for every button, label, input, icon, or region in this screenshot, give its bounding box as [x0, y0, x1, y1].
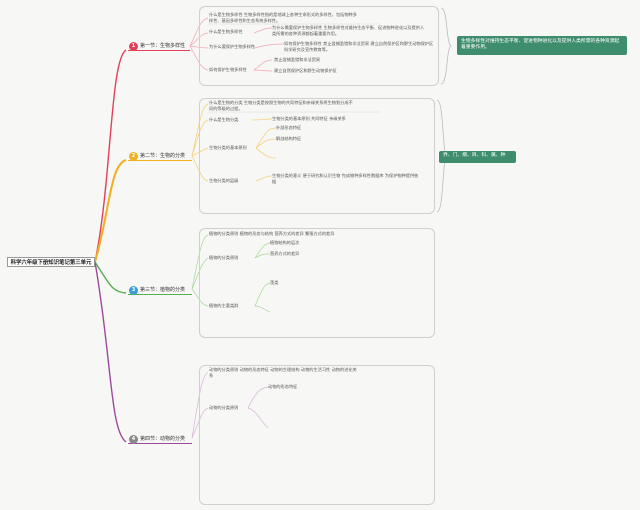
s1-item-10: 建立自然保护区和野生动物保护区 — [274, 68, 337, 73]
section-3-badge: 3 — [129, 285, 138, 295]
section-4-frame — [199, 365, 435, 505]
s1-item-6: 如何保护生物多样性 禁止滥捕滥猎和非法贸易 建立自然保护区和野生动物保护区 — [284, 41, 434, 46]
section-1-badge: 1 — [129, 41, 138, 51]
section-4-node[interactable]: 4 第四节：动物的分类 — [128, 434, 192, 444]
s3-item-4[interactable]: 植物的主要类群 — [209, 303, 239, 308]
s1-item-7: 科学研究及宣传教育等。 — [284, 47, 331, 52]
s1-item-8[interactable]: 如何保护生物多样性 — [209, 67, 247, 72]
s2-item-9: 据 — [272, 179, 277, 184]
section-1-label: 第一节：生物多样性 — [140, 43, 186, 49]
s3-item-1[interactable]: 植物的分类原则 — [209, 255, 239, 260]
s2-item-3: 生物分类的基本原则 共同特征 亲缘关系 — [272, 116, 346, 121]
callout-2[interactable]: 界、门、纲、目、科、属、种 — [439, 151, 516, 163]
section-4-badge: 4 — [129, 434, 138, 444]
s4-item-3[interactable]: 动物的分类原则 — [209, 405, 239, 410]
s3-item-0: 植物的分类原则 植物的形态与结构 营养方式的差异 繁殖方式的差异 — [209, 231, 335, 236]
s4-item-1: 系 — [209, 373, 214, 378]
s2-item-4[interactable]: 生物分类的基本原则 — [209, 145, 247, 150]
s1-item-2[interactable]: 什么是生物多样性 — [209, 29, 243, 34]
callout-1-brace — [440, 7, 452, 85]
s3-item-5: 藻类 — [270, 280, 279, 285]
section-2-node[interactable]: 2 第二节：生物的分类 — [128, 151, 192, 161]
callout-1[interactable]: 生物多样性对维持生态平衡、促进物种进化以及提供人类所需的各种资源起着重要作用。 — [457, 36, 627, 55]
root-node[interactable]: 科学六年级下册知识笔记第三单元 — [7, 257, 95, 267]
section-1-frame — [199, 6, 439, 86]
s2-item-6: 解剖结构特征 — [276, 136, 302, 141]
branch-4-connector — [94, 261, 127, 443]
s1-item-9: 禁止滥捕滥猎和非法贸易 — [274, 57, 321, 62]
s2-item-5: 外部形态特征 — [276, 125, 302, 130]
s1-item-4: 类所需的各种资源都起着重要作用。 — [272, 31, 340, 36]
s2-item-0: 什么是生物的分类 生物分类是按照生物的共同特征和亲缘关系将生物划分成不 — [209, 100, 353, 105]
section-3-frame — [199, 228, 435, 338]
s2-item-7[interactable]: 生物分类的层级 — [209, 178, 239, 183]
section-2-badge: 2 — [129, 151, 138, 161]
s2-item-1: 同的等级的过程。 — [209, 106, 243, 111]
branch-3-connector — [94, 261, 127, 294]
s1-item-5[interactable]: 为什么要保护生物多样性 — [209, 44, 256, 49]
s4-item-2: 动物的形态特征 — [268, 384, 298, 389]
s3-item-2: 植物结构的层次 — [270, 240, 300, 245]
branch-2-connector — [94, 159, 127, 263]
s1-item-0: 什么是生物多样性 生物多样性指的是地球上各种生命形式的多样性，包括物种多 — [209, 12, 357, 17]
s2-item-2[interactable]: 什么是生物分类 — [209, 117, 239, 122]
s1-item-1: 样性、基因多样性和生态系统多样性。 — [209, 18, 281, 23]
section-2-frame — [199, 98, 435, 214]
section-4-label: 第四节：动物的分类 — [140, 436, 186, 442]
s2-item-8: 生物分类的意义 便于研究和认识生物 完成物种多样性数据库 为保护物种提供依 — [272, 173, 419, 178]
section-3-node[interactable]: 3 第三节：植物的分类 — [128, 285, 192, 295]
branch-1-connector — [94, 49, 127, 263]
section-3-label: 第三节：植物的分类 — [140, 287, 186, 293]
s3-item-3: 营养方式的差异 — [270, 251, 300, 256]
s1-item-3: 为什么需要保护生物多样性 生物多样性对维持生态平衡、促进物种进化以及提供人 — [272, 25, 425, 30]
section-1-node[interactable]: 1 第一节：生物多样性 — [128, 41, 190, 51]
section-2-label: 第二节：生物的分类 — [140, 153, 186, 159]
s4-item-0: 动物的分类原则 动物的形态特征 动物的生理结构 动物的生活习性 动物的进化关 — [209, 367, 357, 372]
